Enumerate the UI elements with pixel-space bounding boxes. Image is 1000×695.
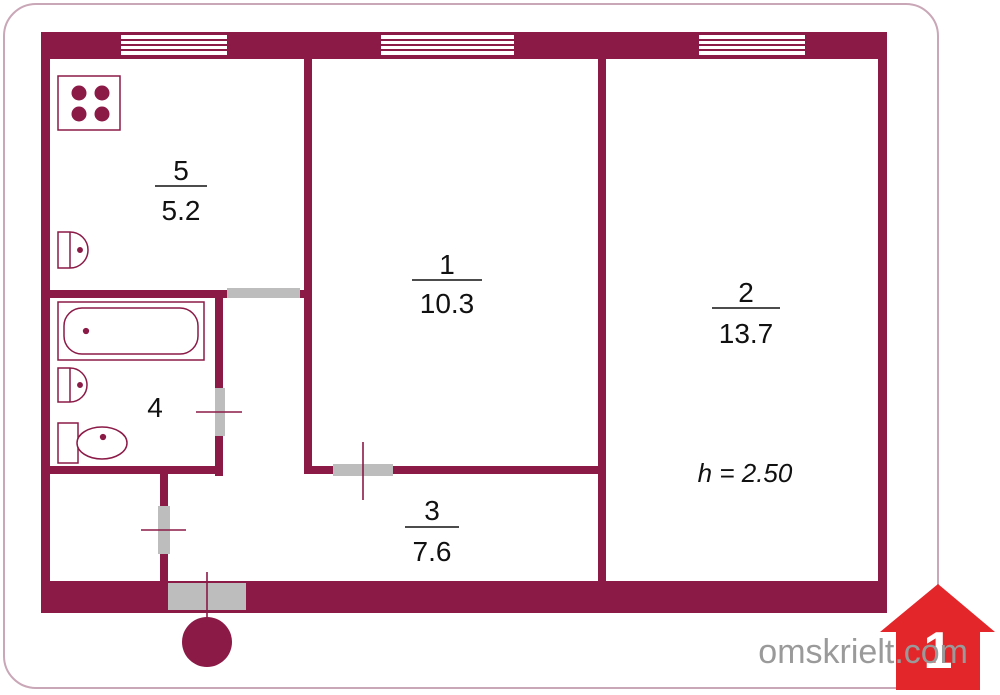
- room-area: 5.2: [162, 195, 201, 226]
- window: [697, 33, 807, 57]
- entrance-marker: [182, 617, 232, 667]
- window: [379, 33, 516, 57]
- room-label-5: 5 5.2: [155, 155, 207, 226]
- room-label-1: 1 10.3: [412, 249, 482, 319]
- logo-digit: 1: [924, 622, 953, 680]
- room-number: 3: [424, 495, 440, 526]
- sink-icon: [57, 231, 89, 269]
- room-area: 10.3: [420, 288, 475, 319]
- room-number: 2: [738, 277, 754, 308]
- plan-frame: [3, 3, 939, 689]
- room-area: 7.6: [413, 536, 452, 567]
- door-marks: [141, 411, 364, 624]
- room-number: 4: [147, 392, 163, 423]
- room-label-2: 2 13.7: [712, 277, 780, 349]
- room-number: 1: [439, 249, 455, 280]
- window: [119, 33, 229, 57]
- stove-icon: [57, 75, 121, 131]
- ceiling-height-label: h = 2.50: [698, 458, 793, 488]
- room-area: 13.7: [719, 318, 774, 349]
- brand-logo-icon: 1: [880, 584, 995, 690]
- room-label-3: 3 7.6: [405, 495, 459, 567]
- sink-icon: [57, 367, 88, 403]
- room-number: 5: [173, 155, 189, 186]
- toilet-icon: [57, 422, 128, 464]
- room-label-4: 4: [147, 392, 163, 423]
- bathtub-icon: [57, 301, 205, 361]
- brand-website: omskrielt.com: [758, 633, 968, 671]
